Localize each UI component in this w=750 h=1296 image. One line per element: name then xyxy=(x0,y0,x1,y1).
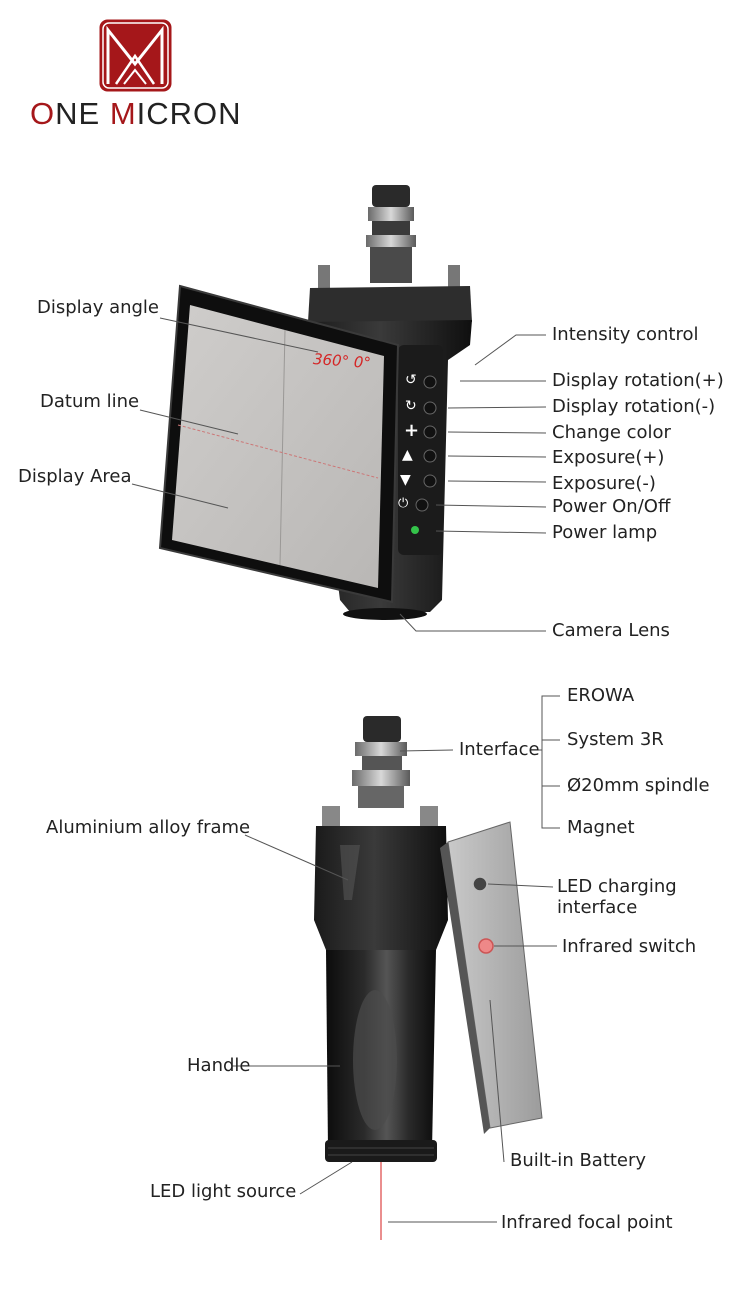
label-system3r: System 3R xyxy=(567,729,664,750)
label-exposure-minus: Exposure(-) xyxy=(552,473,656,494)
label-led-light: LED light source xyxy=(150,1181,297,1202)
label-intensity-control: Intensity control xyxy=(552,324,699,345)
rotate-cw-icon: ↻ xyxy=(405,398,417,414)
label-magnet: Magnet xyxy=(567,817,635,838)
label-datum-line: Datum line xyxy=(40,391,140,412)
brand-logo-icon xyxy=(99,19,172,92)
plus-icon: + xyxy=(404,420,420,441)
triangle-down-icon: ▼ xyxy=(400,472,411,488)
triangle-up-icon: ▲ xyxy=(402,447,413,463)
label-rotation-plus: Display rotation(+) xyxy=(552,370,724,391)
label-camera-lens: Camera Lens xyxy=(552,620,670,641)
label-change-color: Change color xyxy=(552,422,671,443)
label-power-lamp: Power lamp xyxy=(552,522,658,543)
label-exposure-plus: Exposure(+) xyxy=(552,447,665,468)
brand-name: ONE MICRON xyxy=(30,96,242,131)
label-battery: Built-in Battery xyxy=(510,1150,647,1171)
label-infrared-focal: Infrared focal point xyxy=(501,1212,673,1233)
rotate-ccw-icon: ↺ xyxy=(405,372,417,388)
power-icon: ⏻ xyxy=(398,496,409,511)
label-power: Power On/Off xyxy=(552,496,671,517)
label-led-charging-1: LED charging xyxy=(557,876,677,897)
label-erowa: EROWA xyxy=(567,685,635,706)
label-frame: Aluminium alloy frame xyxy=(46,817,251,838)
label-spindle: Ø20mm spindle xyxy=(567,775,710,796)
label-rotation-minus: Display rotation(-) xyxy=(552,396,716,417)
label-display-area: Display Area xyxy=(18,466,132,487)
label-interface: Interface xyxy=(459,739,540,760)
label-handle: Handle xyxy=(187,1055,251,1076)
label-infrared-switch: Infrared switch xyxy=(562,936,697,957)
label-led-charging-2: interface xyxy=(557,897,638,918)
label-display-angle: Display angle xyxy=(37,297,160,318)
